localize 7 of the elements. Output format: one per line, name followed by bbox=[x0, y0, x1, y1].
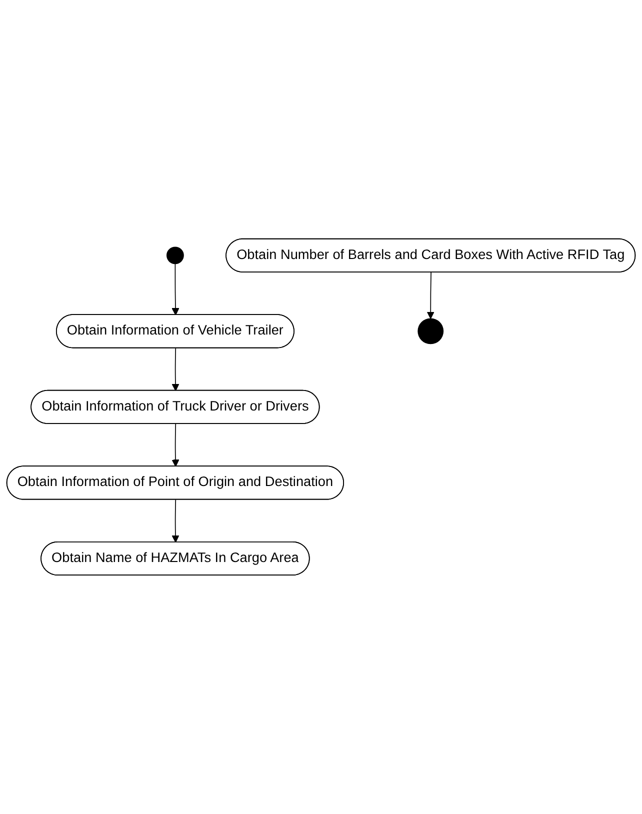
node-circle bbox=[166, 246, 184, 264]
arrow bbox=[172, 263, 180, 316]
arrow bbox=[172, 499, 180, 543]
arrow bbox=[172, 348, 180, 392]
node-circle bbox=[418, 318, 444, 344]
arrow bbox=[172, 424, 180, 467]
arrow bbox=[426, 272, 434, 320]
